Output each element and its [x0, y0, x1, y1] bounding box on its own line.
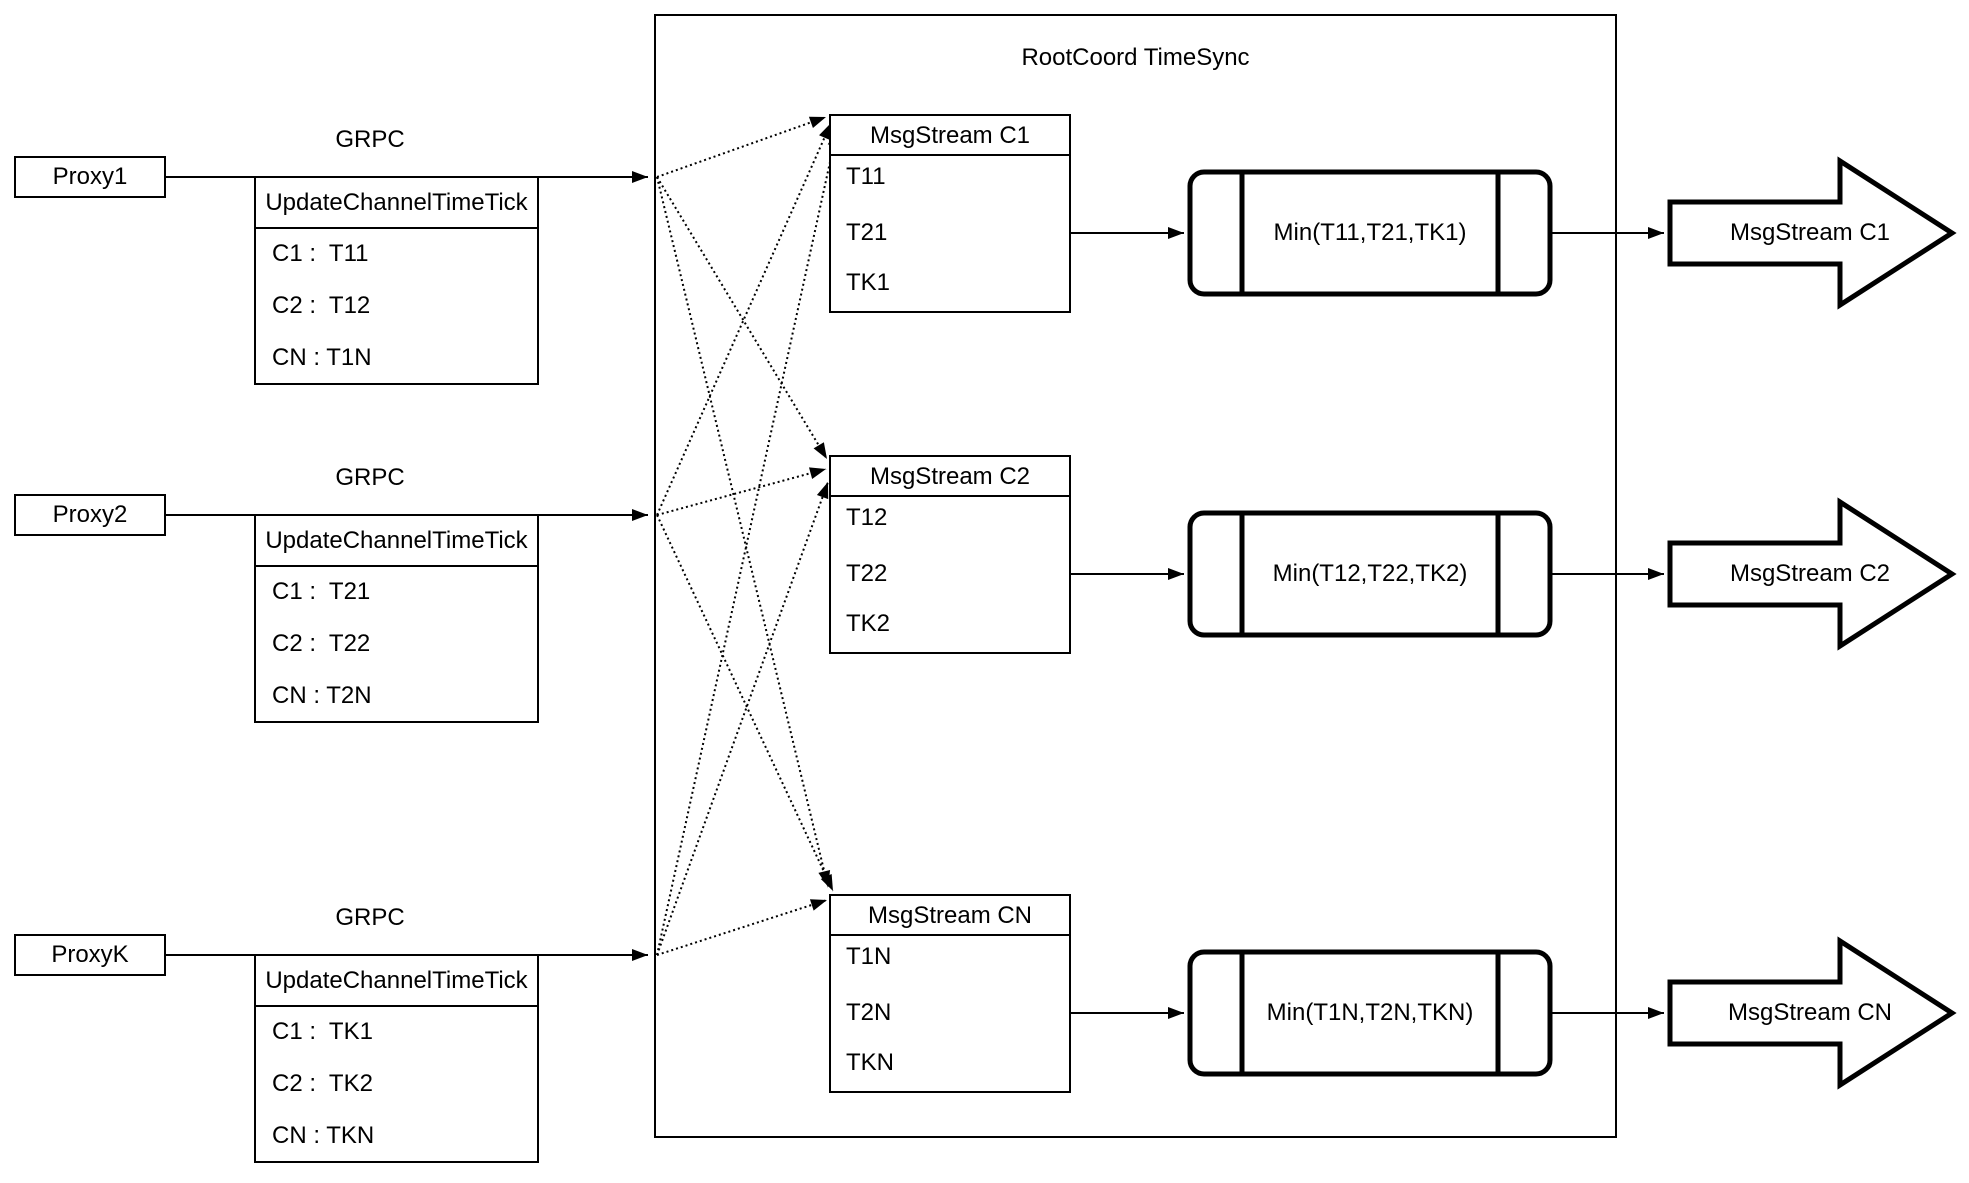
update-table-row2 [254, 514, 539, 723]
proxyk-box [14, 934, 166, 976]
update-table-row3-cell: C2 : TK2 [272, 1070, 373, 1097]
output-arrow-shape-row2 [1667, 497, 1957, 651]
update-table-row3 [254, 954, 539, 1163]
fan-p2-c1 [656, 122, 832, 516]
proxyk-label: ProxyK [51, 941, 129, 968]
update-table-row1-cell: CN : T1N [272, 344, 372, 371]
rootcoord-container-box [654, 14, 1617, 1138]
msgstream-cn-cell: T1N [846, 943, 892, 970]
min-label-row2: Min(T12,T22,TK2) [1272, 560, 1468, 587]
row1-shapes [14, 114, 1957, 385]
output-arrow-shape-row1 [1667, 156, 1957, 310]
msgstream-c2-cell: T22 [846, 560, 888, 587]
fan-p2-cn [656, 514, 834, 892]
fan-p2-c2 [656, 467, 827, 516]
msgstream-c1-cell: T11 [846, 163, 886, 190]
grpc-label-row3: GRPC [335, 904, 405, 931]
update-table-row1 [254, 176, 539, 385]
msgstream-c2-box [829, 455, 1071, 654]
proxy2-label: Proxy2 [52, 501, 128, 528]
msgstream-c1-cell: TK1 [846, 269, 891, 296]
msgstream-c1-box [829, 114, 1071, 313]
update-table-row1-header: UpdateChannelTimeTick [265, 189, 528, 216]
grpc-label-row1: GRPC [335, 126, 405, 153]
msgstream-c2-cell: T12 [846, 504, 888, 531]
fan-pk-c2 [656, 481, 829, 956]
rootcoord-title: RootCoord TimeSync [1021, 44, 1250, 71]
update-table-row2-cell: CN : T2N [272, 682, 372, 709]
msgstream-cn-header: MsgStream CN [867, 902, 1033, 929]
msgstream-c2-cell: TK2 [846, 610, 891, 637]
fan-p1-c2 [656, 176, 828, 460]
proxy2-box [14, 494, 166, 536]
fan-pk-c1 [656, 129, 840, 956]
update-table-row2-cell: C2 : T22 [272, 630, 371, 657]
min-label-row3: Min(T1N,T2N,TKN) [1266, 999, 1474, 1026]
fanout-dotted-arrows [656, 116, 840, 956]
update-table-row2-header: UpdateChannelTimeTick [265, 527, 528, 554]
update-table-row3-cell: C1 : TK1 [272, 1018, 373, 1045]
update-table-row3-header: UpdateChannelTimeTick [265, 967, 528, 994]
row2-shapes [14, 455, 1957, 723]
output-arrow-label-row2: MsgStream C2 [1729, 560, 1891, 587]
row3-shapes [14, 894, 1957, 1163]
update-table-row1-cell: C1 : T11 [272, 240, 369, 267]
min-label-row1: Min(T11,T21,TK1) [1273, 219, 1467, 246]
fan-p1-c1 [656, 116, 827, 178]
msgstream-c1-header: MsgStream C1 [869, 122, 1031, 149]
update-table-row3-cell: CN : TKN [272, 1122, 375, 1149]
grpc-label-row2: GRPC [335, 464, 405, 491]
msgstream-c2-header: MsgStream C2 [869, 463, 1031, 490]
fan-pk-cn [656, 899, 828, 956]
msgstream-cn-box [829, 894, 1071, 1093]
output-arrow-label-row3: MsgStream CN [1727, 999, 1893, 1026]
msgstream-cn-cell: TKN [846, 1049, 894, 1076]
proxy1-box [14, 156, 166, 198]
fan-p1-cn [656, 176, 831, 888]
msgstream-c1-cell: T21 [846, 219, 888, 246]
output-arrow-label-row1: MsgStream C1 [1729, 219, 1891, 246]
msgstream-cn-cell: T2N [846, 999, 892, 1026]
output-arrow-shape-row3 [1667, 936, 1957, 1090]
update-table-row2-cell: C1 : T21 [272, 578, 371, 605]
update-table-row1-cell: C2 : T12 [272, 292, 371, 319]
proxy1-label: Proxy1 [52, 163, 128, 190]
